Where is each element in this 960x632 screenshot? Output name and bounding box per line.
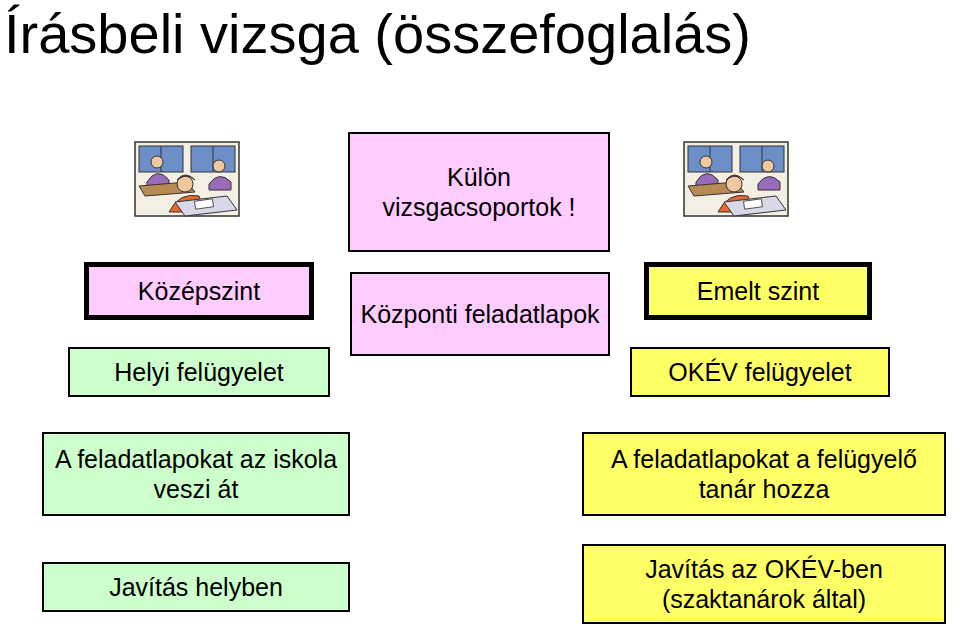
level-box: Középszint [84, 262, 314, 320]
box-label: Emelt szint [697, 276, 819, 306]
box-label: Külön vizsgacsoportok ! [358, 162, 600, 222]
supervision-box: OKÉV felügyelet [630, 347, 890, 397]
supervision-box: Helyi felügyelet [68, 347, 330, 397]
box-label: Javítás helyben [109, 572, 283, 602]
grading-box: Javítás az OKÉV-ben (szaktanárok által) [582, 544, 946, 624]
level-box: Emelt szint [644, 262, 872, 320]
note-box: Külön vizsgacsoportok ! [348, 132, 610, 252]
box-label: Központi feladatlapok [360, 299, 599, 329]
page-title: Írásbeli vizsga (összefoglalás) [4, 2, 751, 66]
box-label: Helyi felügyelet [114, 357, 284, 387]
info-box: A feladatlapokat a felügyelő tanár hozza [582, 432, 946, 516]
box-label: A feladatlapokat az iskola veszi át [52, 444, 340, 504]
info-box: A feladatlapokat az iskola veszi át [42, 432, 350, 516]
box-label: A feladatlapokat a felügyelő tanár hozza [592, 444, 936, 504]
box-label: Középszint [138, 276, 260, 306]
box-label: OKÉV felügyelet [668, 357, 851, 387]
box-label: Javítás az OKÉV-ben (szaktanárok által) [592, 554, 936, 614]
grading-box: Javítás helyben [42, 562, 350, 612]
central-box: Központi feladatlapok [350, 272, 610, 356]
